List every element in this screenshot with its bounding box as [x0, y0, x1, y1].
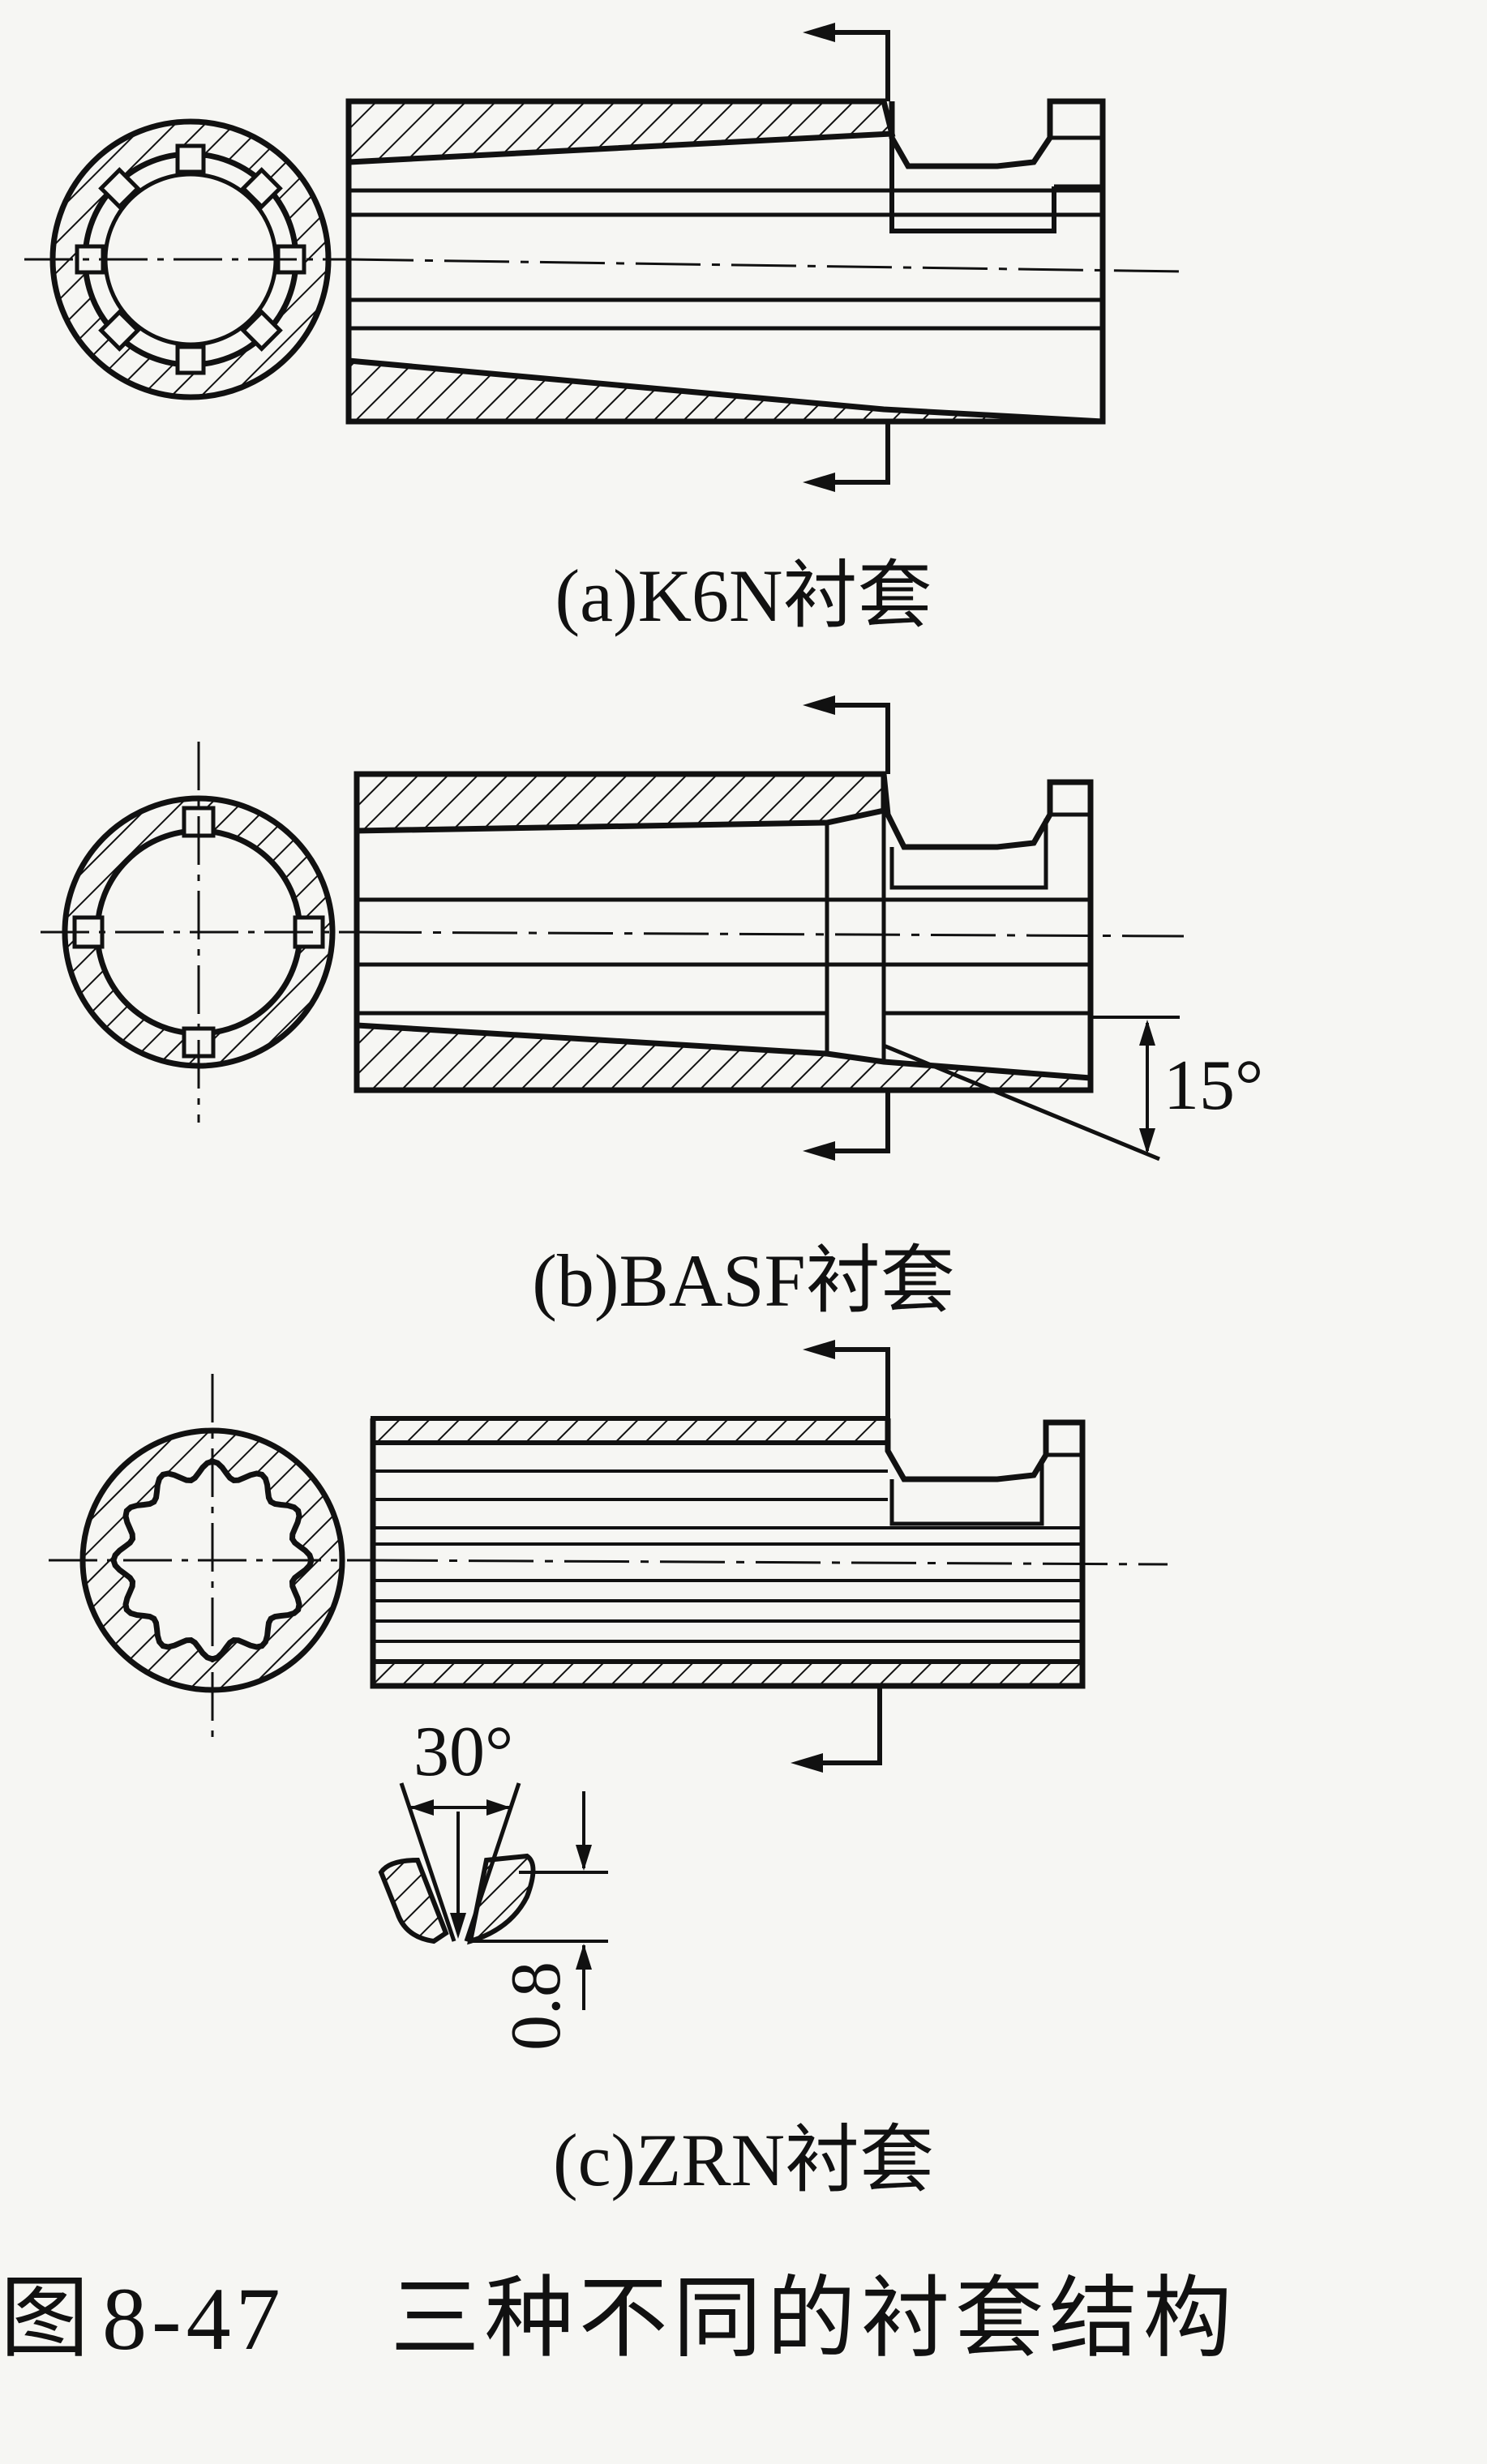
depth-label-0-8: 0.8 [497, 1961, 576, 2051]
zrn-section-view [370, 1340, 1168, 1773]
keyway-slot [240, 309, 283, 352]
keyway-slot [175, 344, 206, 375]
caption-k6n: (a)K6N衬套 [555, 554, 932, 637]
keyway-slot [98, 167, 141, 210]
caption-basf: (b)BASF衬套 [532, 1239, 955, 1322]
zrn-end-view [49, 1374, 377, 1747]
k6n-section-view [345, 23, 1185, 492]
k6n-end-view [24, 118, 349, 400]
figure-title-text: 三种不同的衬套结构 [390, 2269, 1237, 2368]
basf-section-view: 15° [354, 695, 1263, 1161]
keyway-slot [98, 309, 141, 352]
figure-title: 图8-47 三种不同的衬套结构 [0, 2245, 1487, 2375]
keyway-slot [240, 167, 283, 210]
zrn-groove-detail: 30° 0.8 [378, 1713, 608, 2051]
basf-end-view [41, 742, 357, 1123]
keyway-slot [175, 143, 206, 174]
angle-label-15: 15° [1163, 1046, 1263, 1125]
figure-title-label: 图 [0, 2269, 94, 2368]
angle-label-30: 30° [414, 1713, 513, 1791]
figure-number: 8-47 [102, 2269, 285, 2368]
caption-zrn: (c)ZRN衬套 [552, 2119, 935, 2201]
